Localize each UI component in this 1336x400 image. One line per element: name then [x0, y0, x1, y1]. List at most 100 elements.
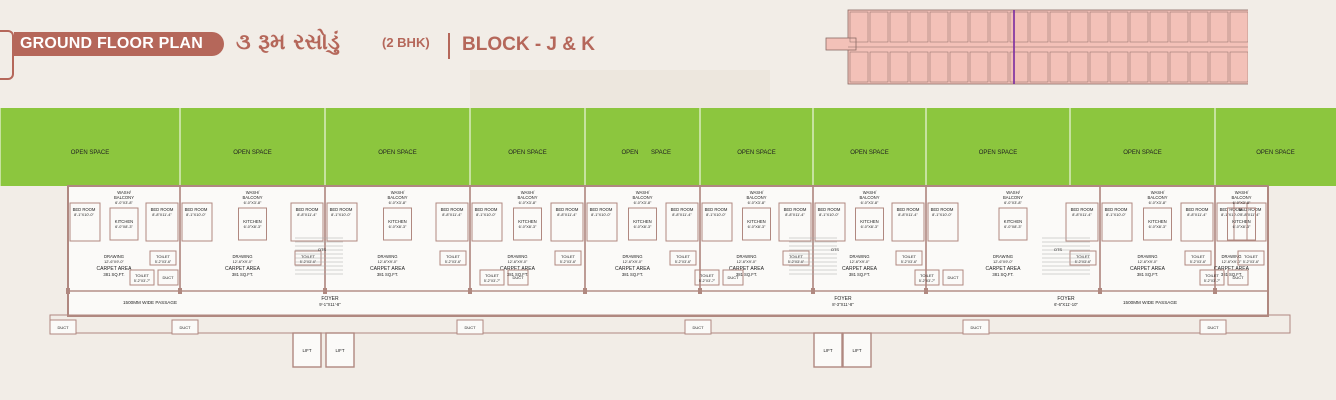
- key-plan-unit: [909, 11, 929, 43]
- drawing-label: DRAWING: [1137, 254, 1157, 259]
- bedroom-label: BED ROOM: [897, 207, 920, 212]
- toilet-dim: 5'-2"X3'-6": [675, 260, 692, 264]
- bedroom-dim: 8'-8"X11'-4": [785, 213, 805, 217]
- column-mark: [1098, 288, 1102, 294]
- toilet-label: TOILET: [1076, 254, 1090, 259]
- kitchen-dim: 6'-0"X8'-3": [519, 225, 537, 229]
- wash-dim: 6'-0"X3'-8": [1233, 201, 1251, 205]
- key-plan-unit: [1209, 11, 1229, 43]
- ots-label: OTS: [1054, 247, 1063, 252]
- wash-label: WASH/: [636, 190, 650, 195]
- balcony-label: BALCONY: [859, 195, 879, 200]
- stair-group: [1042, 237, 1090, 275]
- bedroom-dim: 8'-1"X10'-0": [74, 213, 94, 217]
- key-plan-unit: [1149, 11, 1169, 43]
- lobby-toilet: [1199, 269, 1225, 286]
- toilet-label: TOILET: [446, 254, 460, 259]
- bedroom-label: BED ROOM: [1071, 207, 1094, 212]
- kitchen-outline: [742, 207, 771, 241]
- balcony-label: BALCONY: [517, 195, 537, 200]
- open-space-label: OPEN SPACE: [737, 150, 776, 156]
- toilet-label: TOILET: [902, 254, 916, 259]
- drawing-dim: 12'-6"X9'-0": [233, 260, 253, 264]
- carpet-area-value: 381 SQ.FT.: [103, 272, 124, 277]
- key-plan-unit: [949, 51, 969, 83]
- toilet-dim: 5'-2"X3'-6": [155, 260, 172, 264]
- drawing-label: DRAWING: [104, 254, 124, 259]
- bedroom-label: BED ROOM: [475, 207, 498, 212]
- kitchen-outline: [1143, 207, 1172, 241]
- foyer-dim: 8'-3"X11'-8": [832, 302, 854, 307]
- carpet-area-value: 381 SQ.FT.: [736, 272, 757, 277]
- toilet-label: TOILET: [1205, 273, 1219, 278]
- bedroom-label: BED ROOM: [705, 207, 728, 212]
- toilet-dim: 5'-2"X3'-6": [901, 260, 918, 264]
- kitchen-dim: 6'-0"X8'-3": [1004, 225, 1022, 229]
- open-space-label: OPEN SPACE: [378, 150, 417, 156]
- open-space-label: SPACE: [651, 150, 671, 156]
- duct-box: [507, 269, 529, 286]
- drawing-label: DRAWING: [622, 254, 642, 259]
- bedroom-outline: [778, 202, 812, 242]
- bedroom-dim: 8'-8"X11'-4": [1187, 213, 1207, 217]
- toilet-dim: 5'-2"X3'-7": [919, 279, 936, 283]
- open-space-strip: [0, 108, 1336, 186]
- toilet-outline: [669, 250, 697, 266]
- kitchen-dim: 6'-0"X8'-3": [389, 225, 407, 229]
- ots-label: OTS: [318, 247, 327, 252]
- kitchen-label: KITCHEN: [115, 219, 133, 224]
- carpet-area-label: CARPET AREA: [842, 266, 878, 272]
- duct-label: DUCT: [947, 275, 959, 280]
- duct-label: DUCT: [727, 275, 739, 280]
- open-space-label: OPEN SPACE: [1256, 150, 1295, 156]
- wash-dim: 6'-0"X3'-8": [389, 201, 407, 205]
- bedroom-dim: 8'-1"X10'-0": [932, 213, 952, 217]
- bottom-duct: [456, 319, 484, 335]
- key-plan-unit: [1229, 11, 1248, 43]
- bottom-duct: [684, 319, 712, 335]
- lift-shaft: [813, 332, 843, 368]
- carpet-area-label: CARPET AREA: [1130, 266, 1166, 272]
- lobby-toilet: [914, 269, 940, 286]
- bedroom-dim: 8'-1"X10'-0": [1106, 213, 1126, 217]
- carpet-area-value: 381 SQ.FT.: [622, 272, 643, 277]
- lift-shaft: [842, 332, 872, 368]
- kitchen-dim: 6'-0"X8'-3": [861, 225, 879, 229]
- open-space-label: OPEN SPACE: [1123, 150, 1162, 156]
- open-space-label: OPEN: [621, 150, 638, 156]
- toilet-outline: [439, 250, 467, 266]
- kitchen-label: KITCHEN: [633, 219, 651, 224]
- block-label: BLOCK - J & K: [462, 34, 595, 55]
- passage-label: 1500MM WIDE PASSAGE: [1123, 300, 1177, 305]
- lobby-toilet: [129, 269, 155, 286]
- wash-label: WASH/: [246, 190, 260, 195]
- drawing-dim: 12'-6"X9'-0": [104, 260, 124, 264]
- toilet-outline: [1237, 250, 1265, 266]
- kitchen-outline: [238, 207, 267, 241]
- bedroom-outline: [1233, 202, 1267, 242]
- bedroom-outline: [290, 202, 324, 242]
- toilet-label: TOILET: [1191, 254, 1205, 259]
- column-mark: [323, 288, 327, 294]
- balcony-label: BALCONY: [242, 195, 262, 200]
- drawing-dim: 12'-6"X9'-0": [1222, 260, 1242, 264]
- bedroom-label: BED ROOM: [1220, 207, 1243, 212]
- kitchen-label: KITCHEN: [518, 219, 536, 224]
- bedroom-dim: 8'-8"X11'-4": [297, 213, 317, 217]
- bottom-duct: [171, 319, 199, 335]
- wash-label: WASH/: [1151, 190, 1165, 195]
- bedroom-outline: [665, 202, 699, 242]
- key-plan-unit: [1049, 11, 1069, 43]
- bedroom-label: BED ROOM: [590, 207, 613, 212]
- toilet-label: TOILET: [156, 254, 170, 259]
- wash-dim: 6'-0"X3'-8": [634, 201, 652, 205]
- bedroom-outline: [1101, 202, 1133, 242]
- key-plan-unit: [969, 11, 989, 43]
- toilet-dim: 5'-2"X3'-6": [445, 260, 462, 264]
- wash-label: WASH/: [750, 190, 764, 195]
- key-plan-unit: [1029, 51, 1049, 83]
- kitchen-dim: 6'-0"X8'-3": [634, 225, 652, 229]
